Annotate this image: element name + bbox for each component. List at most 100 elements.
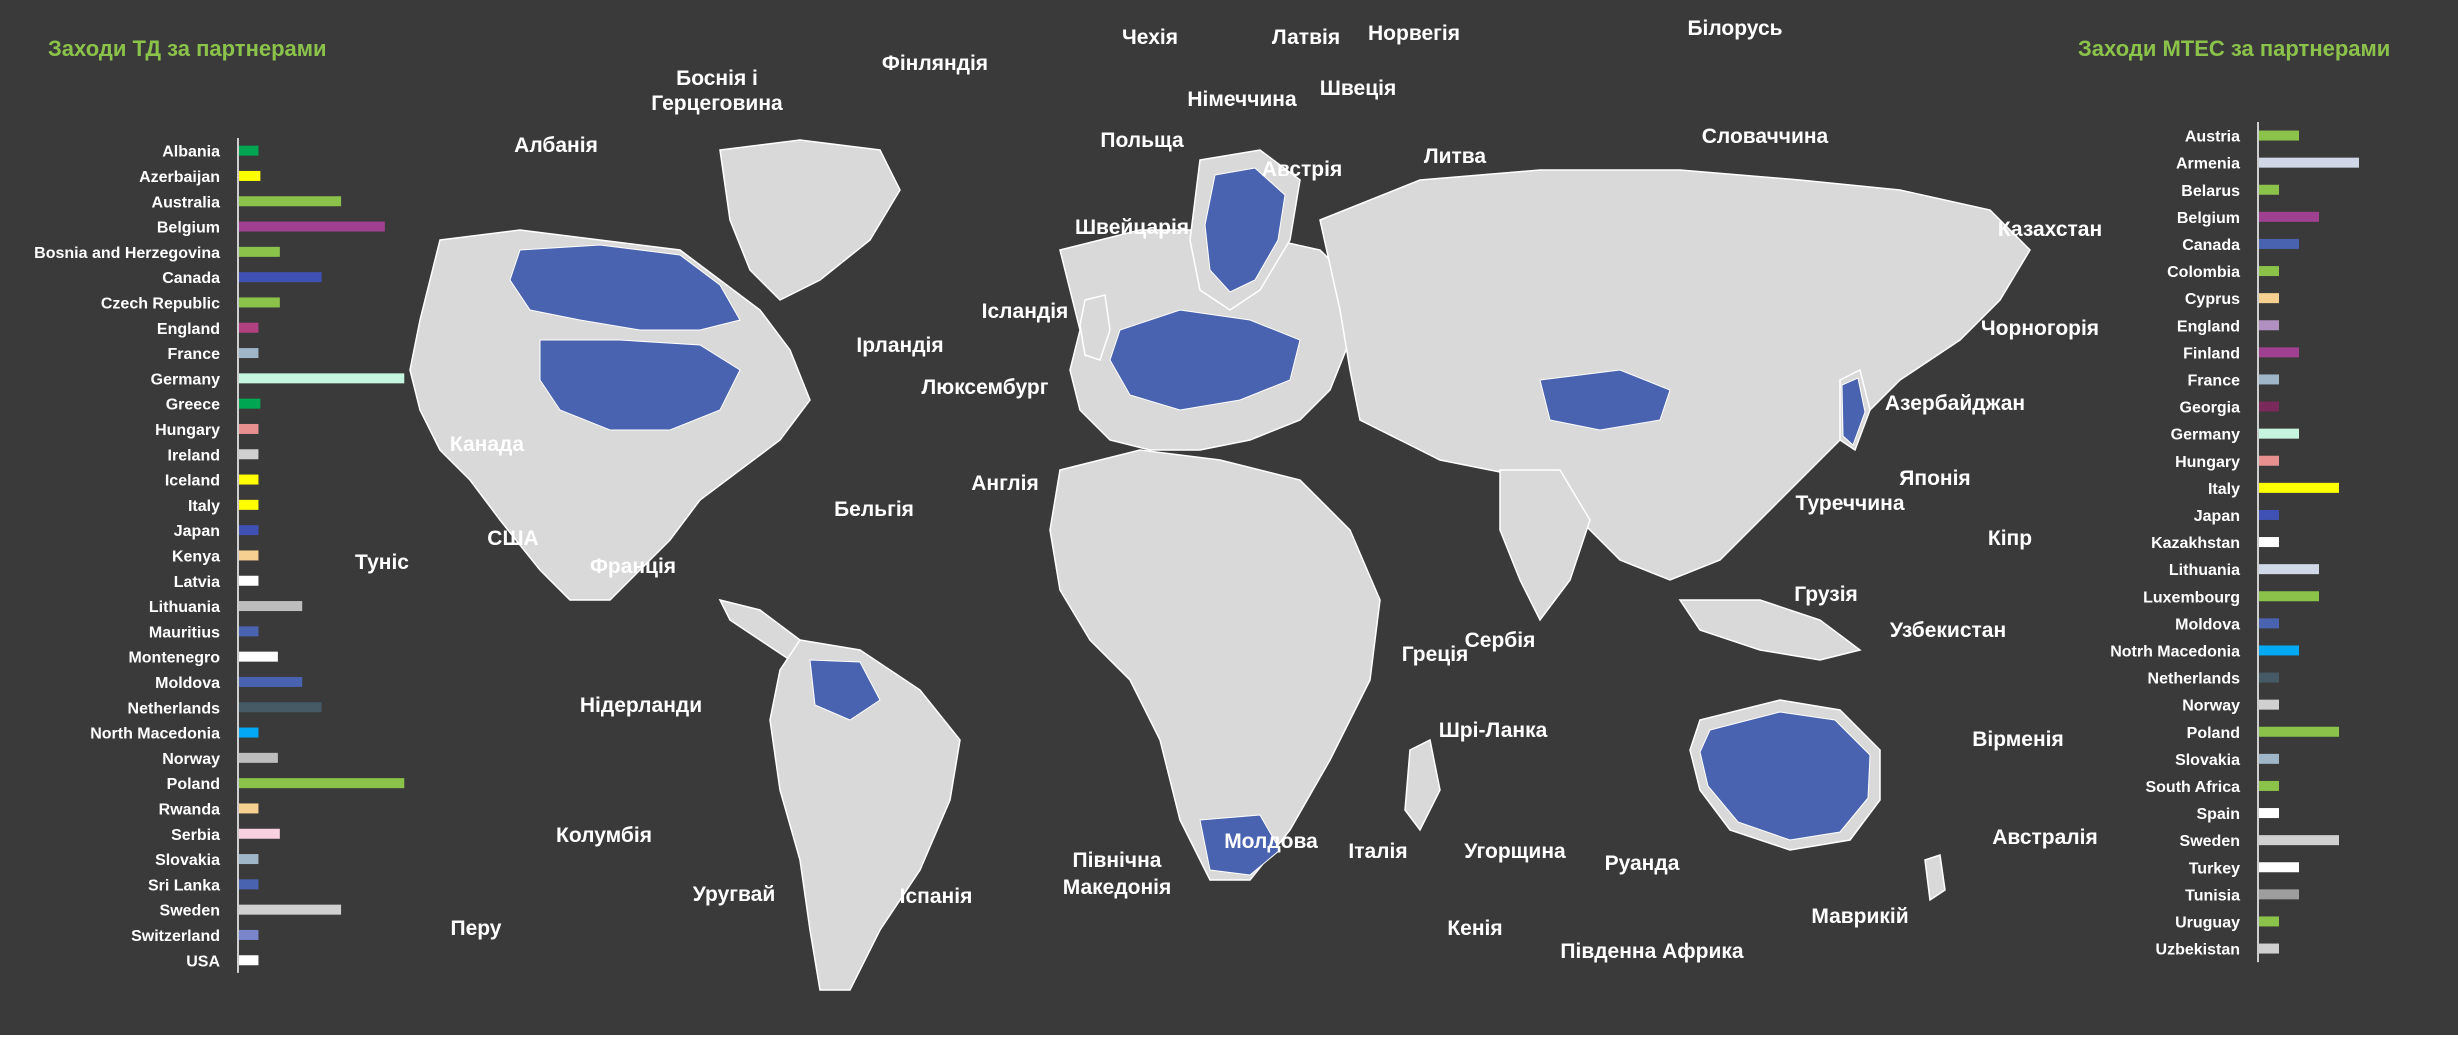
land-uk xyxy=(1079,294,1111,361)
map-country-label: Маврикій xyxy=(1811,905,1908,928)
chart-category-label: USA xyxy=(186,953,220,970)
map-country-label: Герцеговина xyxy=(651,92,783,115)
chart-bar xyxy=(2259,238,2299,249)
chart-category-label: Mauritius xyxy=(149,624,220,641)
chart-bar xyxy=(2259,537,2279,548)
map-country-label: Німеччина xyxy=(1187,88,1297,111)
chart-bar xyxy=(239,879,259,890)
chart-category-label: Moldova xyxy=(2175,616,2240,633)
chart-category-label: Australia xyxy=(152,194,221,211)
chart-bar xyxy=(239,651,278,662)
chart-bar xyxy=(239,272,322,283)
chart-bar xyxy=(239,196,342,207)
left-chart-title: Заходи ТД за партнерами xyxy=(48,36,327,61)
chart-bar xyxy=(239,601,303,612)
chart-category-label: Poland xyxy=(2187,725,2240,742)
chart-bar xyxy=(239,702,322,713)
map-country-label: Ірландія xyxy=(856,334,943,357)
land-greenland xyxy=(719,139,901,301)
chart-bar xyxy=(239,854,259,865)
chart-bar xyxy=(2259,699,2279,710)
chart-bar xyxy=(239,955,259,966)
chart-category-label: France xyxy=(168,346,221,363)
chart-category-label: Tunisia xyxy=(2185,887,2240,904)
map-country-label: Боснія і xyxy=(676,67,758,90)
partner-countries-highlight xyxy=(509,167,1871,876)
chart-category-label: Italy xyxy=(2208,481,2240,498)
chart-category-label: Slovakia xyxy=(155,852,220,869)
chart-category-label: Spain xyxy=(2196,806,2240,823)
chart-category-label: Czech Republic xyxy=(101,295,220,312)
chart-category-label: Moldova xyxy=(155,675,220,692)
chart-category-label: Slovakia xyxy=(2175,752,2240,769)
chart-bar xyxy=(2259,293,2279,304)
chart-category-label: Canada xyxy=(2182,237,2240,254)
map-country-label: Шрі-Ланка xyxy=(1439,719,1548,742)
map-country-label: Кенія xyxy=(1447,917,1502,940)
chart-bar xyxy=(2259,266,2279,277)
map-country-label: Польща xyxy=(1100,129,1184,152)
chart-category-label: Colombia xyxy=(2167,264,2240,281)
map-country-label: Молдова xyxy=(1224,830,1318,853)
chart-category-label: Poland xyxy=(167,776,220,793)
highlight-japan xyxy=(1841,377,1866,446)
map-country-label: Північна xyxy=(1073,849,1162,872)
map-country-label: Норвегія xyxy=(1368,22,1460,45)
highlight-australia xyxy=(1699,711,1871,841)
chart-bar xyxy=(2259,509,2279,520)
chart-category-label: Luxembourg xyxy=(2143,589,2240,606)
chart-category-label: Kenya xyxy=(172,548,220,565)
chart-category-label: South Africa xyxy=(2145,779,2240,796)
chart-category-label: Georgia xyxy=(2180,400,2241,417)
chart-category-label: Canada xyxy=(162,270,220,287)
chart-category-label: Japan xyxy=(174,523,220,540)
chart-bar xyxy=(239,752,278,763)
chart-category-label: Sri Lanka xyxy=(148,877,220,894)
highlight-europe-partners xyxy=(1109,309,1301,411)
chart-bar xyxy=(2259,916,2279,927)
chart-bar xyxy=(2259,455,2279,466)
chart-bar xyxy=(2259,184,2279,195)
chart-category-label: Greece xyxy=(166,397,220,414)
chart-category-label: Hungary xyxy=(155,422,220,439)
map-country-label: Албанія xyxy=(514,134,598,157)
chart-category-label: Finland xyxy=(2183,345,2240,362)
chart-bar xyxy=(239,170,261,181)
map-country-label: Нідерланди xyxy=(580,694,702,717)
map-country-label: Латвія xyxy=(1272,26,1340,49)
chart-bar xyxy=(2259,726,2339,737)
chart-bar xyxy=(239,348,259,359)
chart-category-label: Netherlands xyxy=(2148,671,2241,688)
chart-bar xyxy=(2259,320,2279,331)
chart-category-label: Switzerland xyxy=(131,928,220,945)
map-country-label: Литва xyxy=(1424,145,1487,168)
map-country-label: Канада xyxy=(450,433,524,456)
chart-bar xyxy=(239,221,385,232)
map-country-label: Вірменія xyxy=(1972,728,2064,751)
chart-category-label: England xyxy=(157,321,220,338)
chart-category-label: France xyxy=(2188,372,2241,389)
map-country-label: Швейцарія xyxy=(1075,216,1189,239)
land-asia xyxy=(1319,169,2031,581)
chart-bar xyxy=(239,474,259,485)
chart-category-label: Austria xyxy=(2185,129,2240,146)
highlight-south-africa xyxy=(1199,814,1281,876)
chart-bar xyxy=(2259,618,2279,629)
chart-bar xyxy=(239,778,405,789)
map-country-label: Люксембург xyxy=(922,376,1049,399)
chart-bar xyxy=(2259,211,2319,222)
map-country-label: Австралія xyxy=(1992,826,2097,849)
map-country-label: Туреччина xyxy=(1795,492,1904,515)
map-country-label: Італія xyxy=(1348,840,1407,863)
chart-category-label: Rwanda xyxy=(159,801,220,818)
chart-category-label: Italy xyxy=(188,498,220,515)
chart-category-label: Cyprus xyxy=(2185,291,2240,308)
chart-category-label: Ireland xyxy=(168,447,220,464)
map-country-label: Сербія xyxy=(1465,629,1536,652)
chart-category-label: Albania xyxy=(162,144,220,161)
map-country-label: Македонія xyxy=(1063,876,1172,899)
chart-bar xyxy=(239,727,259,738)
